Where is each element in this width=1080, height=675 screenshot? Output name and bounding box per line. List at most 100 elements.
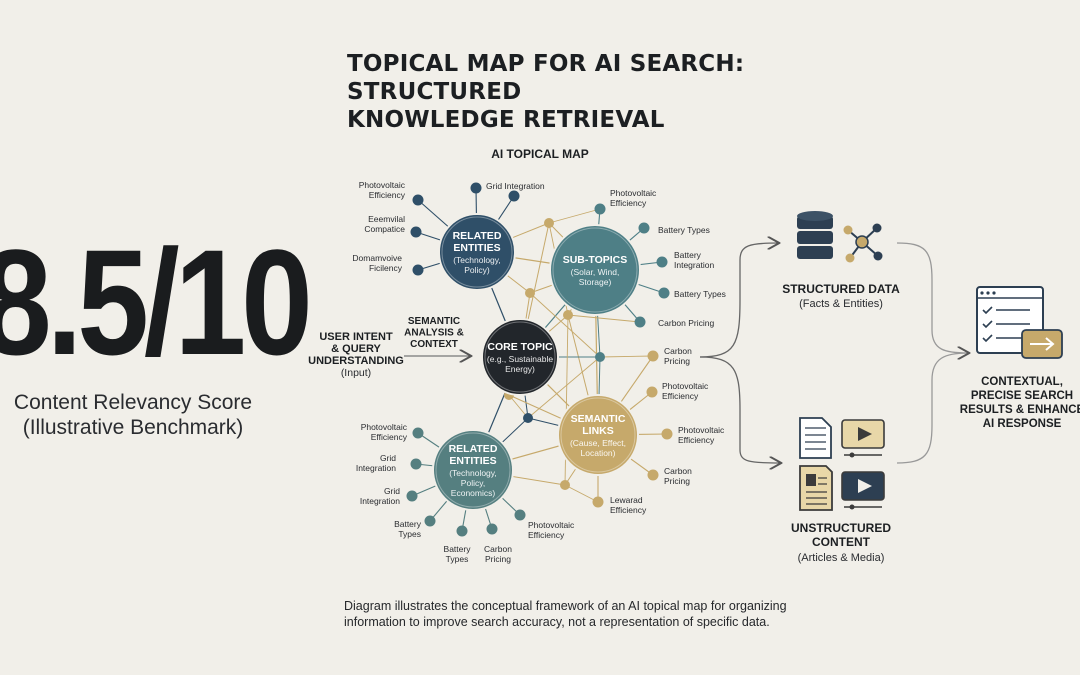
leaf-label-line: Compatice — [364, 224, 405, 234]
output-label-line: RESULTS & ENHANCE — [960, 404, 1080, 416]
leaf-node — [424, 515, 436, 527]
leaf-node — [410, 458, 422, 470]
joint-node — [523, 413, 533, 423]
leaf-node — [412, 264, 424, 276]
leaf-label-line: Pricing — [664, 356, 690, 366]
check-mark — [982, 320, 993, 329]
unstructured-sub: (Articles & Media) — [798, 552, 885, 564]
hub-title: CORE TOPIC — [487, 341, 553, 353]
leaf-label-line: Types — [398, 529, 421, 539]
hub-subtitle-line: Storage) — [579, 277, 612, 287]
leaf-label-line: Carbon — [664, 466, 692, 476]
database-layer — [797, 246, 833, 259]
hub-ring — [560, 397, 636, 473]
leaf-node — [594, 203, 606, 215]
hub-ring — [441, 216, 513, 288]
leaf-label-line: Efficiency — [662, 391, 699, 401]
window-dot — [980, 291, 984, 295]
video-icon — [841, 471, 885, 510]
leaf-node — [647, 469, 659, 481]
hub-ring — [484, 321, 556, 393]
leaf-label-line: Lewarad — [610, 495, 643, 505]
hub-related-top — [438, 213, 516, 291]
network-center — [855, 235, 869, 249]
video-handle — [849, 452, 855, 458]
leaf-label-line: Photovoltaic — [662, 381, 709, 391]
note-line-2: information to improve search accuracy, … — [344, 615, 770, 629]
note-line-1: Diagram illustrates the conceptual frame… — [344, 599, 787, 613]
leaf-label-line: Photovoltaic — [610, 188, 657, 198]
doc-sheet — [799, 417, 832, 459]
hub-title-line: ENTITIES — [449, 455, 496, 467]
leaf-label-line: Ficilency — [369, 263, 403, 273]
analysis-label-line: ANALYSIS & — [404, 328, 464, 339]
leaf-label-line: Efficiency — [610, 198, 647, 208]
hub-subtitle: (Solar, Wind,Storage) — [571, 267, 620, 287]
leaf-node — [658, 287, 670, 299]
network-node — [843, 225, 853, 235]
leaf-label-line: Battery Types — [674, 289, 726, 299]
leaf-link — [599, 355, 654, 358]
hub-related-bottom — [432, 429, 514, 511]
leaf-label-line: Battery Types — [658, 225, 710, 235]
network-node — [873, 251, 883, 261]
leaf-label-line: Pricing — [485, 554, 511, 564]
leaf-link — [564, 484, 599, 503]
hub-subtitle: (Technology,Policy) — [453, 255, 501, 275]
structured-sub-line: (Facts & Entities) — [799, 298, 883, 310]
score-label-line-2: (Illustrative Benchmark) — [22, 416, 244, 439]
leaf-label-line: Domamvoive — [352, 253, 402, 263]
hub-subtitle: (Technology,Policy,Economics) — [449, 468, 497, 498]
analysis-label-line: CONTEXT — [410, 339, 458, 350]
unstructured-title-line: UNSTRUCTURED — [791, 521, 891, 535]
flow-to-unstructured — [699, 356, 780, 463]
network-icon — [843, 223, 883, 263]
leaf-link — [548, 208, 601, 224]
leaf-label-line: Integration — [674, 260, 714, 270]
leaf-node — [514, 509, 526, 521]
leaf-label-line: Photovoltaic — [359, 180, 406, 190]
leaf-label: Grid Integration — [486, 181, 545, 191]
network-node — [845, 253, 855, 263]
leaf-node — [410, 226, 422, 238]
joint-link — [529, 292, 601, 358]
leaf-label-line: Pricing — [664, 476, 690, 486]
window-dot — [986, 291, 990, 295]
unstructured-title-line: CONTENT — [812, 535, 871, 549]
leaf-label-line: Efficiency — [369, 190, 406, 200]
hub-title-line: RELATED — [449, 443, 498, 455]
title-line-2: KNOWLEDGE RETRIEVAL — [347, 107, 665, 133]
leaf-node — [406, 490, 418, 502]
hub-title: SUB-TOPICS — [563, 254, 628, 266]
hub-subtitle-line: Economics) — [451, 488, 496, 498]
hub-title-line: SEMANTIC — [571, 413, 626, 425]
database-top — [797, 211, 833, 221]
hub-title-line: ENTITIES — [453, 242, 500, 254]
leaf-label-line: Eeemvilal — [368, 214, 405, 224]
input-label-line: & QUERY — [331, 343, 381, 355]
report-icon — [799, 465, 833, 511]
leaf-label-line: Carbon — [484, 544, 512, 554]
leaf-node — [412, 194, 424, 206]
leaf-label-line: Carbon Pricing — [658, 318, 714, 328]
document-icon — [799, 417, 832, 459]
analysis-label-line: SEMANTIC — [408, 316, 460, 327]
leaf-node — [486, 523, 498, 535]
leaf-label-line: Efficiency — [528, 530, 565, 540]
leaf-label-line: Efficiency — [678, 435, 715, 445]
leaf-label-line: Photovoltaic — [528, 520, 575, 530]
check-mark — [982, 306, 993, 315]
leaf-label-line: Grid — [384, 486, 400, 496]
leaf-label-line: Carbon — [664, 346, 692, 356]
